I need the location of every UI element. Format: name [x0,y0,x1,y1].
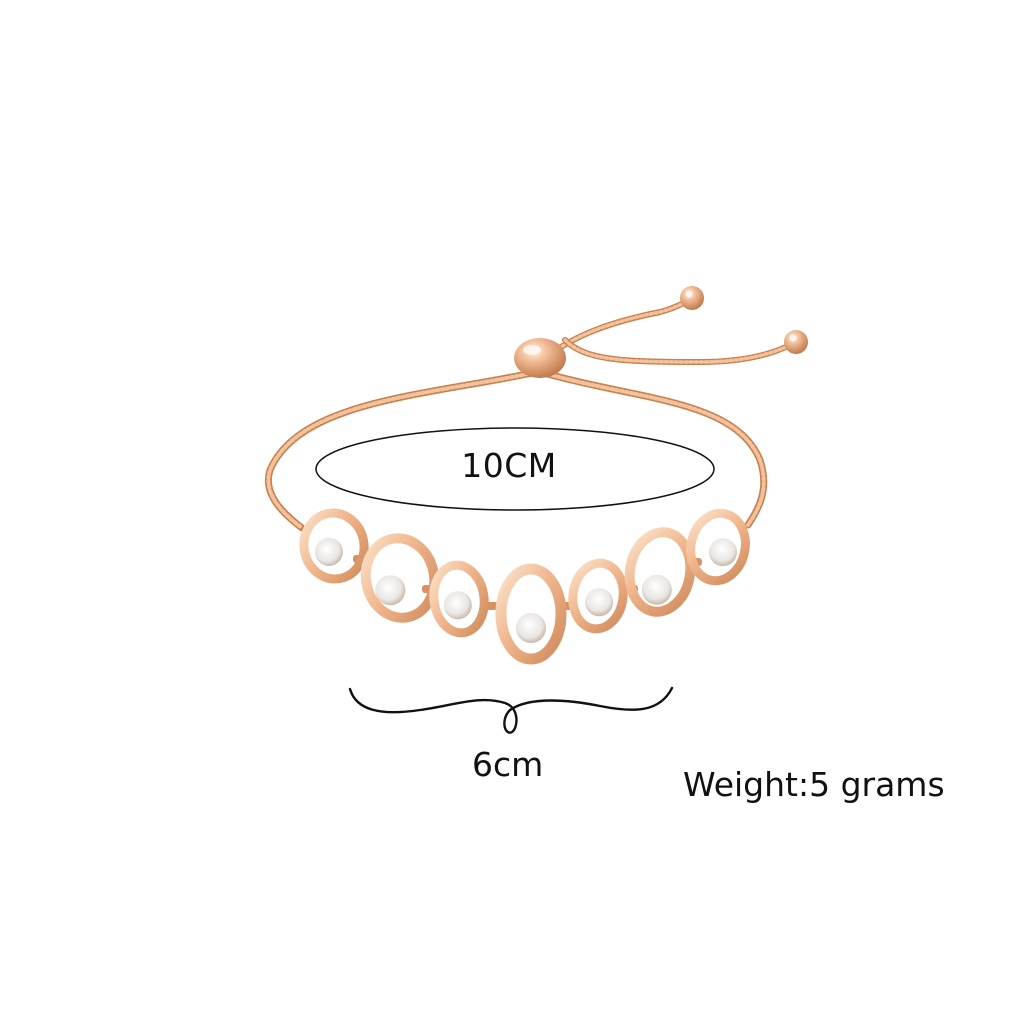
width-swash [348,686,674,734]
end-balls [680,286,808,354]
length-ellipse [315,427,715,511]
slider-bead [514,338,566,378]
oval-links [299,508,750,665]
width-label: 6cm [472,745,544,784]
weight-label: Weight:5 grams [683,765,945,804]
length-label-text: 10CM [461,446,557,485]
length-label: 10CM [0,449,1024,482]
